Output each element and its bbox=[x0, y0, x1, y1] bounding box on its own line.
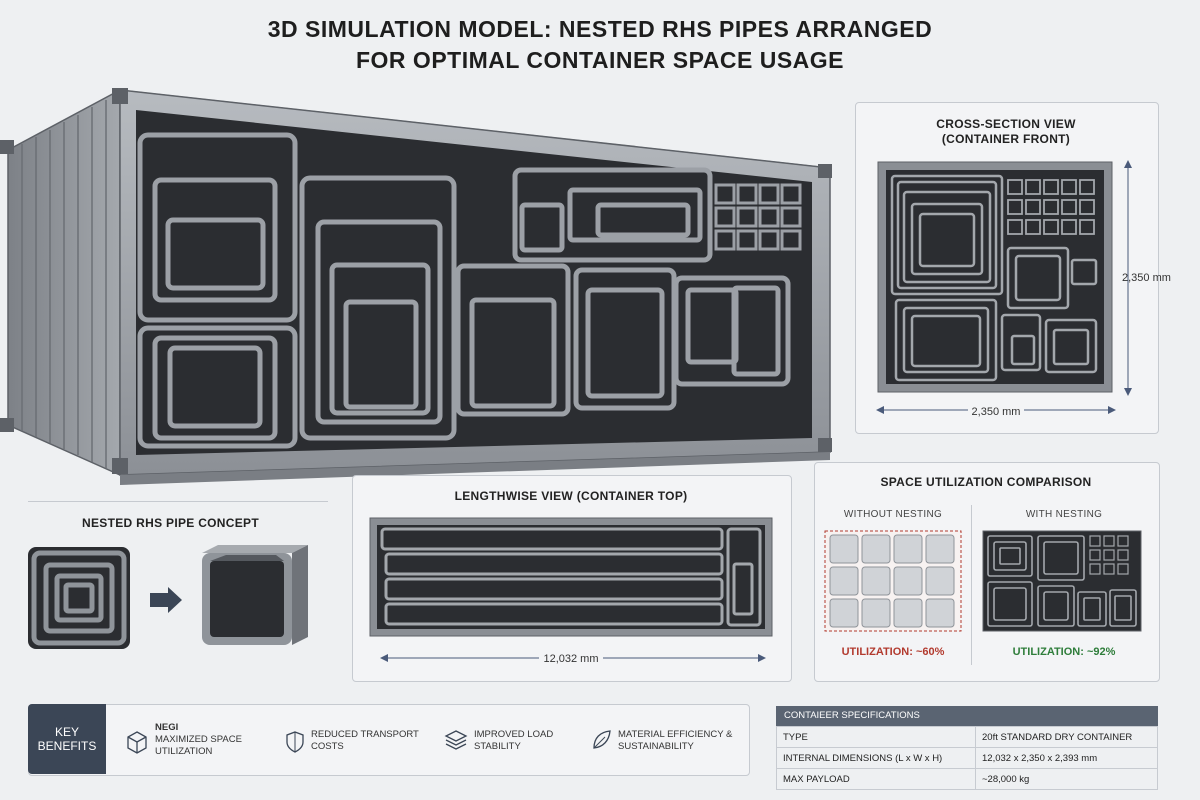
benefit-line-1: IMPROVED LOAD bbox=[474, 729, 554, 740]
cross-section-diagram bbox=[877, 161, 1113, 393]
title-line-2: FOR OPTIMAL CONTAINER SPACE USAGE bbox=[355, 47, 845, 73]
benefit-line-2: STABILITY bbox=[474, 741, 521, 752]
cube-icon bbox=[127, 731, 147, 754]
container-3d-illustration bbox=[0, 88, 832, 485]
benefit-item-space: NEGI MAXIMIZED SPACE UTILIZATION bbox=[155, 722, 273, 758]
key-benefits-heading-line-2: BENEFITS bbox=[37, 739, 97, 753]
spec-value: 20ft STANDARD DRY CONTAINER bbox=[975, 726, 1158, 748]
with-nesting-label: WITH NESTING bbox=[1025, 509, 1103, 520]
length-dimension-label: 12,032 mm bbox=[352, 653, 790, 665]
specs-header: CONTAIEER SPECIFICATIONS bbox=[776, 706, 1158, 726]
width-dimension-label: 2,350 mm bbox=[876, 406, 1116, 418]
nested-concept-diagram bbox=[28, 545, 308, 649]
cross-section-title: CROSS-SECTION VIEW (CONTAINER FRONT) bbox=[855, 117, 1157, 147]
leaf-icon bbox=[593, 730, 611, 749]
key-benefits-heading-line-1: KEY bbox=[54, 725, 79, 739]
length-dimension-text: 12,032 mm bbox=[539, 653, 603, 665]
cross-section-title-line-2: (CONTAINER FRONT) bbox=[941, 132, 1071, 146]
comparison-divider bbox=[971, 505, 972, 665]
spec-value: ~28,000 kg bbox=[975, 768, 1158, 790]
title-line-1: 3D SIMULATION MODEL: NESTED RHS PIPES AR… bbox=[267, 16, 933, 42]
benefit-item-sustainability: MATERIAL EFFICIENCY & SUSTAINABILITY bbox=[618, 729, 746, 753]
without-nesting-label: WITHOUT NESTING bbox=[843, 509, 943, 520]
benefit-line-1: MATERIAL EFFICIENCY & bbox=[618, 729, 733, 740]
key-benefits-heading: KEY BENEFITS bbox=[28, 704, 106, 774]
width-dimension-text: 2,350 mm bbox=[967, 406, 1025, 418]
shield-icon bbox=[286, 731, 304, 753]
cross-section-title-line-1: CROSS-SECTION VIEW bbox=[936, 117, 1076, 131]
height-dimension-label: 2,350 mm bbox=[1122, 272, 1171, 284]
benefit-line-2: UTILIZATION bbox=[155, 746, 213, 757]
with-nesting-diagram bbox=[982, 530, 1142, 632]
benefit-top-text: NEGI bbox=[155, 722, 179, 733]
benefit-line-1: MAXIMIZED SPACE bbox=[155, 734, 242, 745]
without-nesting-utilization: UTILIZATION: ~60% bbox=[841, 646, 945, 658]
benefit-item-costs: REDUCED TRANSPORT COSTS bbox=[311, 729, 431, 753]
spec-value: 12,032 x 2,350 x 2,393 mm bbox=[975, 747, 1158, 769]
layers-icon bbox=[444, 730, 468, 750]
spec-key: MAX PAYLOAD bbox=[776, 768, 976, 790]
with-nesting-utilization: UTILIZATION: ~92% bbox=[1012, 646, 1116, 658]
spec-key: INTERNAL DIMENSIONS (L x W x H) bbox=[776, 747, 976, 769]
key-benefits-panel bbox=[28, 704, 750, 776]
specs-table: TYPE 20ft STANDARD DRY CONTAINER INTERNA… bbox=[776, 726, 1158, 790]
nested-concept-title: NESTED RHS PIPE CONCEPT bbox=[82, 516, 259, 530]
lengthwise-title: LENGTHWISE VIEW (CONTAINER TOP) bbox=[454, 489, 688, 503]
height-dimension-line bbox=[1124, 160, 1132, 396]
comparison-title: SPACE UTILIZATION COMPARISON bbox=[880, 475, 1092, 489]
lengthwise-diagram bbox=[369, 517, 773, 637]
benefit-line-2: COSTS bbox=[311, 741, 344, 752]
arrow-right-icon bbox=[150, 587, 182, 613]
benefit-line-2: SUSTAINABILITY bbox=[618, 741, 694, 752]
table-row: TYPE 20ft STANDARD DRY CONTAINER bbox=[776, 726, 1158, 748]
concept-divider bbox=[28, 501, 328, 502]
table-row: MAX PAYLOAD ~28,000 kg bbox=[776, 768, 1158, 790]
without-nesting-diagram bbox=[824, 530, 962, 632]
benefit-line-1: REDUCED TRANSPORT bbox=[311, 729, 419, 740]
table-row: INTERNAL DIMENSIONS (L x W x H) 12,032 x… bbox=[776, 747, 1158, 769]
benefit-item-stability: IMPROVED LOAD STABILITY bbox=[474, 729, 579, 753]
page-title: 3D SIMULATION MODEL: NESTED RHS PIPES AR… bbox=[0, 14, 1200, 76]
spec-key: TYPE bbox=[776, 726, 976, 748]
